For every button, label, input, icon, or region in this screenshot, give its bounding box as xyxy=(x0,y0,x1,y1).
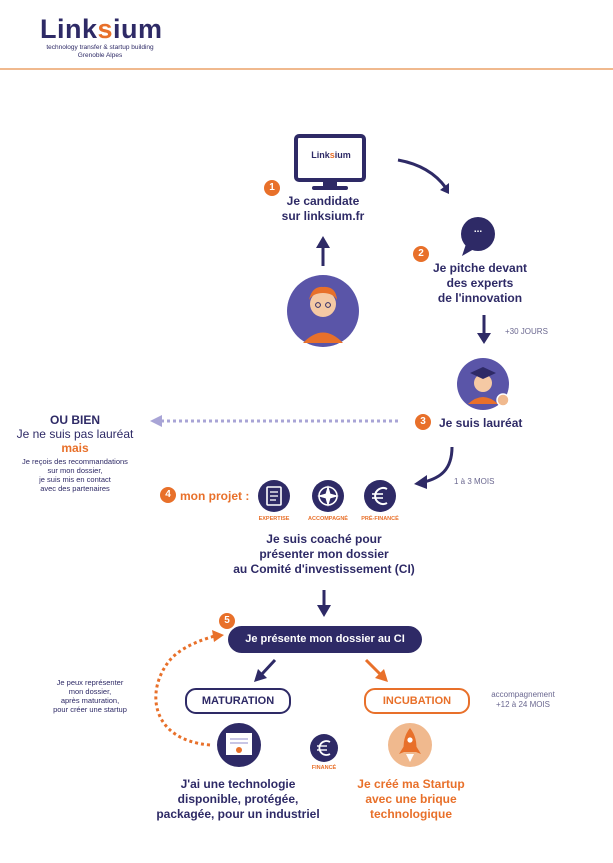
arrow-step1-to-step2 xyxy=(397,158,448,189)
step-4-badge: 4 xyxy=(160,487,176,503)
maturation-result-3: packagée, pour un industriel xyxy=(156,807,320,821)
incubation-result: Je créé ma Startup avec une brique techn… xyxy=(346,777,476,822)
maturation-side-4: pour créer une startup xyxy=(53,705,127,714)
maturation-side-2: mon dossier, xyxy=(68,687,112,696)
or-else-line-1: Je ne suis pas lauréat xyxy=(16,427,134,441)
page-header xyxy=(0,0,613,70)
logo-tagline-line-2: Grenoble Alpes xyxy=(77,52,123,59)
incubation-side-note: accompagnement +12 à 24 MOIS xyxy=(478,690,568,710)
step-2-line-1: Je pitche devant xyxy=(432,261,528,275)
or-else-line-2: mais xyxy=(61,441,89,455)
step-3-badge: 3 xyxy=(415,414,431,430)
arrow-step3-to-step4 xyxy=(423,446,454,484)
logo-tagline-line-1: technology transfer & startup building xyxy=(46,44,154,51)
or-else-note-4: avec des partenaires xyxy=(40,484,110,493)
step-1-text: Je candidate sur linksium.fr xyxy=(268,194,378,224)
maturation-result-1: J'ai une technologie xyxy=(180,777,296,791)
incubation-result-3: technologique xyxy=(370,807,452,821)
incubation-result-1: Je créé ma Startup xyxy=(357,777,465,791)
or-else-note-3: je suis mis en contact xyxy=(39,475,111,484)
or-else-note-1: Je reçois des recommandations xyxy=(22,457,128,466)
coach-text: Je suis coaché pour présenter mon dossie… xyxy=(199,532,449,577)
maturation-side-1: Je peux représenter xyxy=(56,678,124,687)
delay-30-days: +30 JOURS xyxy=(505,327,548,336)
compass-icon xyxy=(312,480,344,512)
candidate-avatar-icon xyxy=(287,275,359,347)
arrow-to-incubation xyxy=(364,658,382,676)
present-to-ci-pill: Je présente mon dossier au CI xyxy=(228,626,422,653)
step-3-text: Je suis lauréat xyxy=(439,416,523,430)
laureate-avatar-icon xyxy=(457,358,510,410)
coach-line-3: au Comité d'investissement (CI) xyxy=(233,562,415,576)
incubation-pill: INCUBATION xyxy=(364,688,470,714)
or-else-note-2: sur mon dossier, xyxy=(47,466,103,475)
arrow-to-maturation xyxy=(260,658,277,676)
incubation-result-2: avec une brique xyxy=(365,792,457,806)
step-1-line-1: Je candidate xyxy=(286,194,360,208)
accompagne-label: ACCOMPAGNÉ xyxy=(308,516,348,522)
finance-label: FINANCÉ xyxy=(311,765,337,771)
finance-euro-icon xyxy=(310,734,338,762)
maturation-result: J'ai une technologie disponible, protégé… xyxy=(138,777,338,822)
maturation-result-2: disponible, protégée, xyxy=(177,792,299,806)
step-1-badge: 1 xyxy=(264,180,280,196)
step-2-text: Je pitche devant des experts de l'innova… xyxy=(425,261,535,306)
step-5-badge: 5 xyxy=(219,613,235,629)
delay-1-3-months: 1 à 3 MOIS xyxy=(454,477,495,486)
step-1-line-2: sur linksium.fr xyxy=(281,209,365,223)
coach-line-2: présenter mon dossier xyxy=(259,547,389,561)
expertise-icon xyxy=(258,480,290,512)
header-divider xyxy=(0,68,613,70)
maturation-side-note: Je peux représenter mon dossier, après m… xyxy=(35,678,145,714)
step-2-line-3: de l'innovation xyxy=(437,291,523,305)
or-else-title: OU BIEN xyxy=(49,413,100,427)
incubation-side-2: +12 à 24 MOIS xyxy=(495,700,551,709)
rocket-icon xyxy=(388,723,432,767)
dotted-loop-arrow xyxy=(154,634,216,747)
monitor-icon xyxy=(294,134,366,190)
maturation-pill: MATURATION xyxy=(185,688,291,714)
certificate-icon xyxy=(217,723,261,767)
speech-bubble-icon xyxy=(461,217,495,256)
speech-bubble-dots: ... xyxy=(473,224,483,235)
incubation-side-1: accompagnement xyxy=(491,690,555,699)
step-4-label: mon projet : xyxy=(180,489,250,503)
linksium-logo[interactable]: Linksium xyxy=(40,14,163,44)
coach-line-1: Je suis coaché pour xyxy=(266,532,382,546)
expertise-label: EXPERTISE xyxy=(258,516,290,522)
maturation-side-3: après maturation, xyxy=(60,696,120,705)
euro-icon xyxy=(364,480,396,512)
logo-tagline: technology transfer & startup building G… xyxy=(40,44,160,60)
pre-finance-label: PRÉ-FINANCÉ xyxy=(361,516,399,522)
step-2-line-2: des experts xyxy=(446,276,514,290)
monitor-screen-logo: Linksium xyxy=(311,150,351,160)
step-2-badge: 2 xyxy=(413,246,429,262)
or-else-block: OU BIEN Je ne suis pas lauréat mais Je r… xyxy=(10,413,140,493)
